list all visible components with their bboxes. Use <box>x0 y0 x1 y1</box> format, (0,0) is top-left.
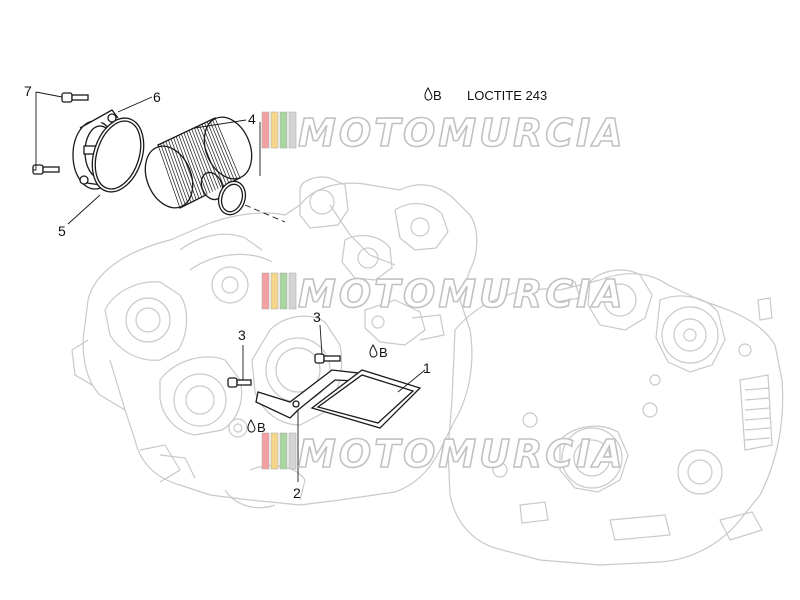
filter-pleat <box>209 120 235 181</box>
part-screws-3 <box>227 353 341 388</box>
filter-pleats <box>157 117 241 209</box>
leader-lines <box>33 91 426 482</box>
watermark-stripe <box>279 111 288 149</box>
part-large-o-ring-inner <box>94 120 142 190</box>
watermark-stripe <box>261 111 270 149</box>
filter-pleat <box>173 137 197 200</box>
watermark-stripe <box>270 432 279 470</box>
filter-pleat <box>170 138 194 202</box>
callout-7: 7 <box>24 83 32 99</box>
filter-pleat <box>175 136 200 199</box>
filter-pleat <box>196 126 222 188</box>
loctite-mark-m2: B <box>247 418 266 435</box>
callout-5: 5 <box>58 223 66 239</box>
filter-pleat <box>188 130 214 192</box>
filter-pleat <box>162 142 186 206</box>
filter-pleat <box>212 119 238 180</box>
filter-pleat <box>199 125 224 187</box>
part-oil-filter-cartridge <box>144 116 253 209</box>
filter-pleat <box>206 121 233 183</box>
part-strainer-plate <box>255 369 359 419</box>
legend-code: B <box>433 88 442 103</box>
filter-pleat <box>178 135 203 198</box>
assembly-axis <box>244 204 286 223</box>
legend-text: LOCTITE 243 <box>467 88 547 103</box>
watermark-stripe <box>261 272 270 310</box>
filter-pleat <box>186 131 211 194</box>
crankcase-outline <box>71 176 784 566</box>
filter-pleat <box>157 144 181 209</box>
watermark-stripe <box>261 432 270 470</box>
part-screws-7 <box>32 92 89 175</box>
callouts: 7 6 4 5 3 3 1 2 <box>24 83 431 501</box>
callout-2: 2 <box>293 485 301 501</box>
watermark-stripe <box>288 272 297 310</box>
callout-3-left: 3 <box>238 327 246 343</box>
drop-icon <box>369 343 378 358</box>
watermark-1: MOTOMURCIA <box>261 110 626 156</box>
watermark-3: MOTOMURCIA <box>261 431 626 477</box>
watermark-stripe <box>279 432 288 470</box>
callout-1: 1 <box>423 360 431 376</box>
filter-pleat <box>183 132 208 195</box>
callout-6: 6 <box>153 89 161 105</box>
loctite-code: B <box>379 345 388 360</box>
drop-icon <box>247 418 256 433</box>
watermark-text: MOTOMURCIA <box>298 272 626 316</box>
watermark-stripe <box>270 111 279 149</box>
filter-pleat <box>193 127 219 190</box>
filter-pleat <box>168 139 192 203</box>
legend: B LOCTITE 243 <box>424 86 547 103</box>
filter-pleat <box>201 124 227 185</box>
filter-pleat <box>204 122 230 184</box>
callout-4: 4 <box>248 111 256 127</box>
callout-3-right: 3 <box>313 309 321 325</box>
filter-pleat <box>160 143 184 207</box>
part-filter-mesh <box>310 369 422 429</box>
watermark-stripe <box>279 272 288 310</box>
loctite-code: B <box>257 420 266 435</box>
filter-pleat <box>180 133 205 196</box>
watermark-2: MOTOMURCIA <box>261 271 626 317</box>
loctite-mark-m1: B <box>369 343 388 360</box>
filter-pleat <box>191 128 216 191</box>
drop-icon <box>424 86 433 101</box>
watermark-stripe <box>288 432 297 470</box>
watermark-stripe <box>288 111 297 149</box>
watermark-text: MOTOMURCIA <box>298 111 626 155</box>
filter-pleat <box>165 141 189 205</box>
filter-pleat <box>214 117 241 179</box>
watermark-stripe <box>270 272 279 310</box>
watermark-text: MOTOMURCIA <box>298 432 626 476</box>
part-small-o-ring-inner <box>220 183 244 213</box>
